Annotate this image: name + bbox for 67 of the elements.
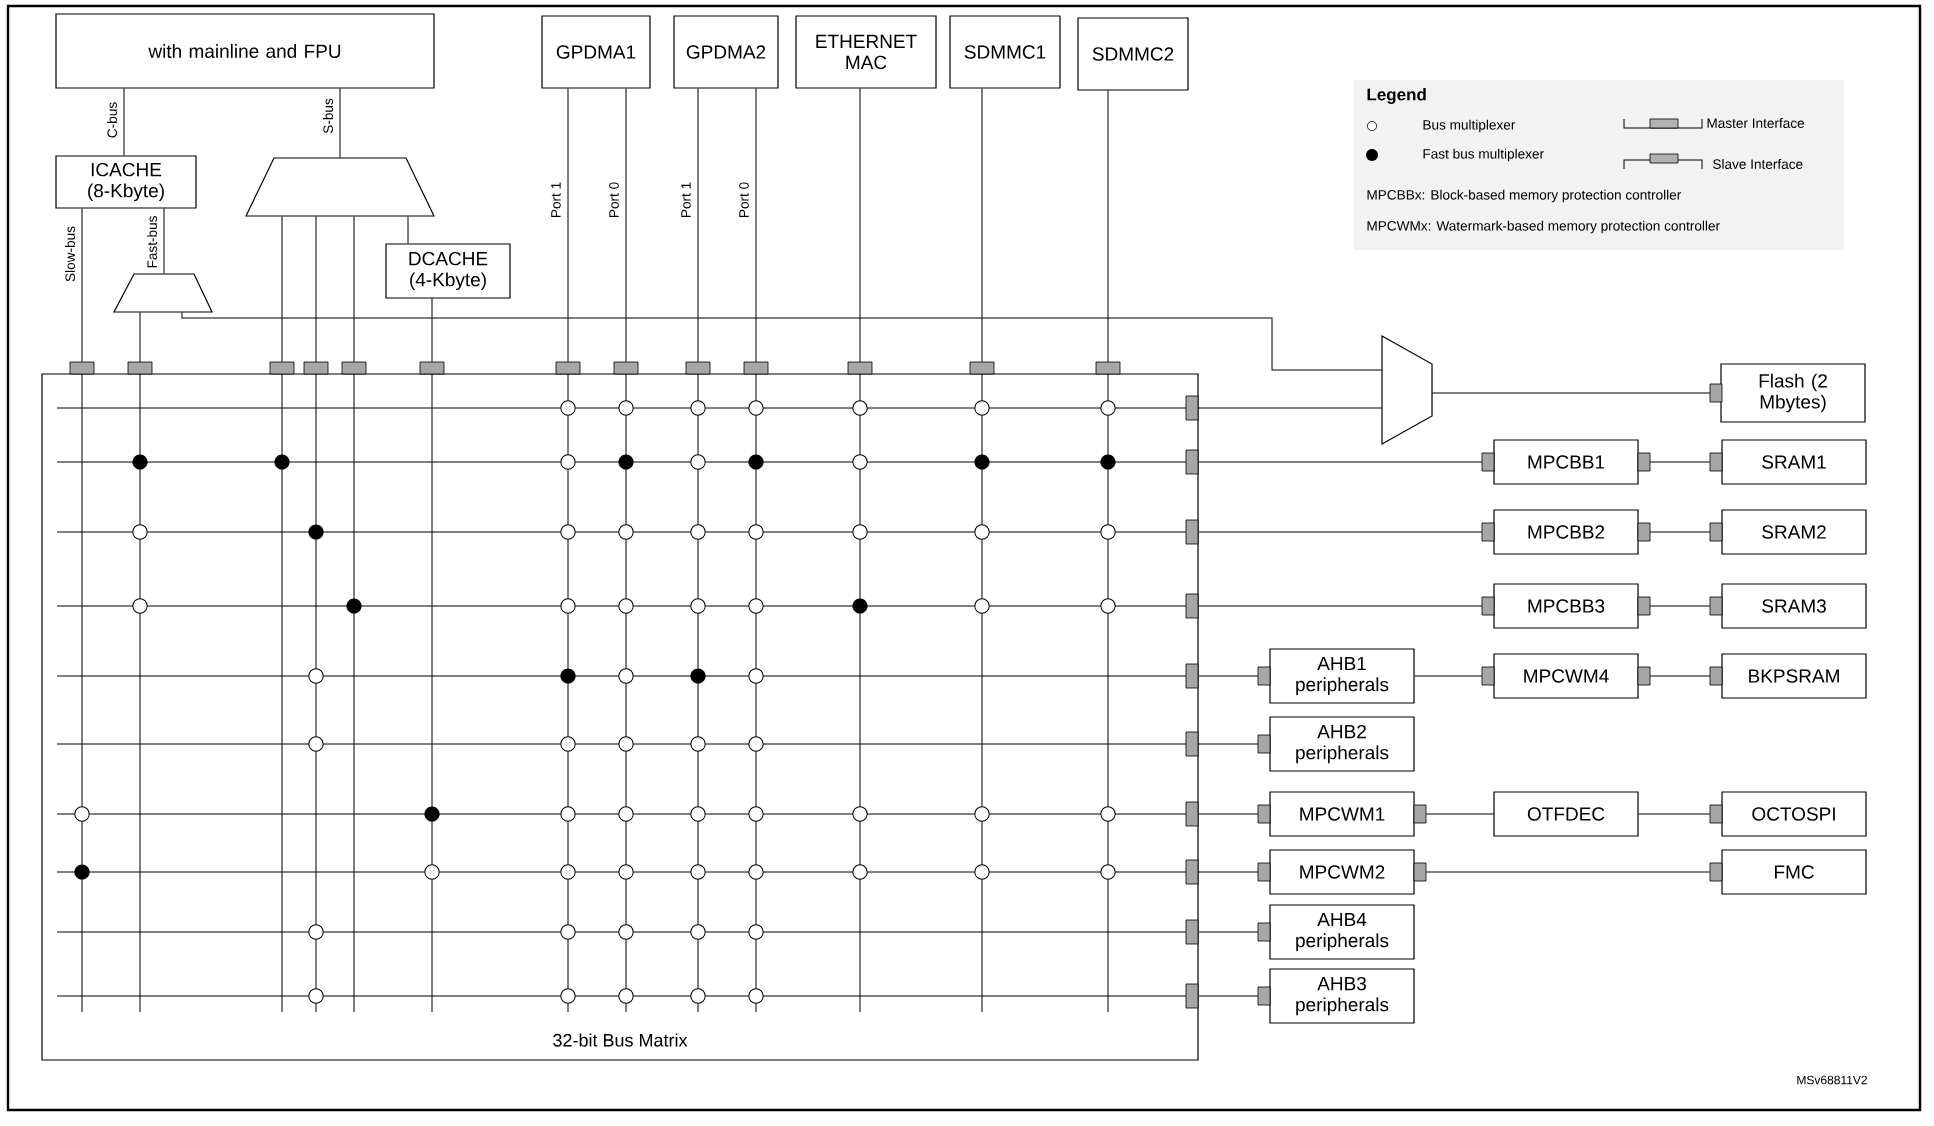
bus-line [1637, 596, 1723, 616]
bus-line [1185, 449, 1495, 475]
component-box: ETHERNET MAC [795, 15, 937, 89]
bus-line [969, 88, 995, 375]
bus-line [1185, 731, 1271, 757]
cache-box: DCACHE (4-Kbyte) [385, 243, 511, 299]
component-box: MPCBB2 [1493, 509, 1639, 555]
bus-line [269, 215, 295, 375]
bus-line [1637, 522, 1723, 542]
component-box: GPDMA2 [673, 15, 779, 89]
bus-line [1637, 452, 1723, 472]
component-box: GPDMA1 [541, 15, 651, 89]
bus-matrix-box: 32-bit Bus Matrix [41, 373, 1199, 1061]
multiplexer-shape [113, 273, 213, 313]
component-box: AHB3 peripherals [1269, 968, 1415, 1024]
component-box: SRAM3 [1721, 583, 1867, 629]
bus-line [1637, 666, 1723, 686]
bus-line [123, 88, 125, 156]
component-box: BKPSRAM [1721, 653, 1867, 699]
bus-line [1185, 859, 1271, 885]
bus-line [1413, 804, 1494, 824]
bus-line [163, 208, 165, 275]
bus-line [1185, 519, 1495, 545]
bus-line [1638, 804, 1723, 824]
bus-line [1185, 919, 1271, 945]
component-box: MPCWM4 [1493, 653, 1639, 699]
component-box: SDMMC1 [949, 15, 1061, 89]
component-box: MPCWM2 [1269, 849, 1415, 895]
bus-line [847, 88, 873, 375]
bus-line [407, 215, 409, 244]
component-box: SRAM2 [1721, 509, 1867, 555]
component-box: MPCBB1 [1493, 439, 1639, 485]
bus-line [1095, 90, 1121, 375]
bus-line [1414, 666, 1495, 686]
component-box: SRAM1 [1721, 439, 1867, 485]
processor-box: with mainline and FPU [55, 13, 435, 89]
component-box: MPCBB3 [1493, 583, 1639, 629]
component-box: MPCWM1 [1269, 791, 1415, 837]
bus-line [685, 88, 711, 375]
bus-line [419, 298, 445, 375]
component-box: AHB1 peripherals [1269, 648, 1415, 704]
bus-line [127, 311, 153, 375]
bus-line [1185, 801, 1271, 827]
component-box: FMC [1721, 849, 1867, 895]
component-box: Flash (2 Mbytes) [1720, 363, 1866, 423]
bus-line [1185, 593, 1495, 619]
bus-line [1185, 663, 1271, 689]
component-box: AHB2 peripherals [1269, 716, 1415, 772]
bus-line [743, 88, 769, 375]
bus-line [339, 88, 341, 159]
bus-line [181, 311, 1383, 371]
component-box: SDMMC2 [1077, 17, 1189, 91]
bus-line [69, 208, 95, 375]
bus-line [613, 88, 639, 375]
bus-line [303, 215, 329, 375]
cache-box: ICACHE (8-Kbyte) [55, 155, 197, 209]
component-box: OTFDEC [1493, 791, 1639, 837]
bus-line [341, 215, 367, 375]
component-box: OCTOSPI [1721, 791, 1867, 837]
bus-line [555, 88, 581, 375]
component-box: AHB4 peripherals [1269, 904, 1415, 960]
bus-line [1413, 862, 1723, 882]
bus-line [1431, 383, 1723, 403]
multiplexer-shape [245, 157, 435, 217]
legend-title: Legend [1367, 88, 1426, 104]
bus-line [1185, 983, 1271, 1009]
bus-line [1185, 395, 1383, 421]
